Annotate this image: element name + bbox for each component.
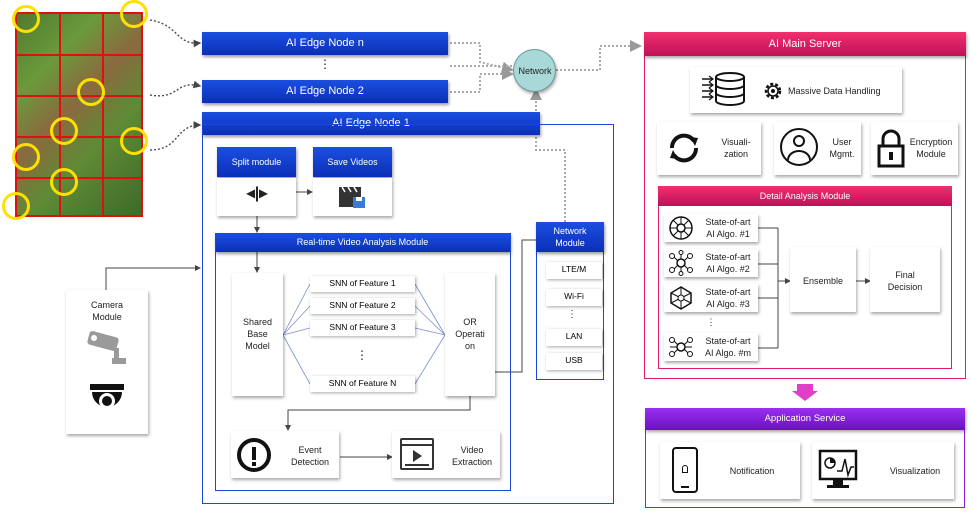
database-icon bbox=[700, 71, 748, 109]
phone-notification-icon bbox=[672, 447, 698, 493]
shared-base-model-box[interactable] bbox=[232, 273, 283, 396]
dome-camera-icon bbox=[86, 382, 128, 420]
surveillance-field-map bbox=[15, 12, 143, 217]
feature-snn-3[interactable]: SNN of Feature 3 bbox=[310, 320, 415, 336]
clapperboard-save-icon bbox=[338, 185, 366, 209]
camera-marker-icon[interactable] bbox=[120, 0, 148, 28]
grid-line bbox=[17, 54, 141, 56]
final-decision-box[interactable] bbox=[870, 247, 940, 312]
encryption-module-label: Encryption Module bbox=[909, 137, 953, 159]
edge-node-2-bar[interactable]: AI Edge Node 2 bbox=[202, 80, 448, 103]
ensemble-label: Ensemble bbox=[802, 276, 844, 286]
neural-net-icon bbox=[668, 334, 694, 360]
shared-base-model-label: Shared Base Model bbox=[242, 317, 273, 351]
camera-marker-icon[interactable] bbox=[2, 192, 30, 220]
save-videos-header[interactable]: Save Videos bbox=[313, 147, 392, 177]
event-detection-label: Event Detection bbox=[290, 445, 330, 467]
grid-line bbox=[59, 14, 61, 215]
network-item-wifi[interactable]: Wi-Fi bbox=[546, 289, 602, 306]
feature-snn-1[interactable]: SNN of Feature 1 bbox=[310, 276, 415, 292]
cctv-camera-icon bbox=[84, 330, 130, 368]
split-module-header[interactable]: Split module bbox=[217, 147, 296, 177]
rtva-module-header[interactable]: Real-time Video Analysis Module bbox=[215, 233, 510, 252]
ai-algo-3-label: State-of-art AI Algo. #3 bbox=[705, 287, 751, 309]
network-item-lte[interactable]: LTE/M bbox=[546, 262, 602, 279]
split-icon: ◂|▸ bbox=[246, 185, 268, 202]
detail-analysis-header[interactable]: Detail Analysis Module bbox=[658, 186, 952, 206]
network-item-lan[interactable]: LAN bbox=[546, 329, 602, 346]
ai-algo-m-label: State-of-art AI Algo. #m bbox=[704, 336, 752, 358]
split-module-body[interactable] bbox=[217, 178, 296, 216]
monitor-chart-icon bbox=[818, 449, 858, 491]
edge-node-1-bar[interactable]: AI Edge Node 1 bbox=[202, 112, 540, 135]
video-extraction-label: Video Extraction bbox=[451, 445, 493, 467]
or-operation-box[interactable] bbox=[445, 273, 495, 396]
camera-marker-icon[interactable] bbox=[120, 127, 148, 155]
camera-marker-icon[interactable] bbox=[50, 168, 78, 196]
gear-icon bbox=[762, 80, 784, 102]
feature-ellipsis: ⋮ bbox=[356, 348, 368, 362]
video-player-icon bbox=[400, 438, 434, 470]
visualization-box[interactable] bbox=[657, 122, 761, 175]
camera-marker-icon[interactable] bbox=[12, 143, 40, 171]
final-decision-label: Final Decision bbox=[887, 270, 923, 292]
ai-algo-2-label: State-of-art AI Algo. #2 bbox=[705, 252, 751, 274]
or-operation-label: OR Operati on bbox=[455, 317, 485, 351]
user-icon bbox=[780, 128, 818, 166]
alert-icon bbox=[237, 438, 271, 472]
refresh-icon bbox=[664, 128, 704, 168]
ai-algo-1-box[interactable] bbox=[664, 214, 758, 242]
camera-marker-icon[interactable] bbox=[77, 78, 105, 106]
neural-net-icon bbox=[668, 285, 694, 311]
grid-line bbox=[102, 14, 104, 215]
network-module-header[interactable]: Network Module bbox=[536, 222, 604, 252]
neural-net-icon bbox=[668, 215, 694, 241]
massive-data-handling-label: Massive Data Handling bbox=[788, 86, 881, 96]
visualization-label: Visuali- zation bbox=[721, 137, 751, 159]
camera-module-label: Camera Module bbox=[90, 300, 123, 322]
ensemble-box[interactable] bbox=[790, 247, 856, 312]
camera-marker-icon[interactable] bbox=[12, 5, 40, 33]
lock-icon bbox=[876, 128, 906, 168]
feature-snn-2[interactable]: SNN of Feature 2 bbox=[310, 298, 415, 314]
rtva-module-container bbox=[215, 233, 511, 491]
feature-snn-n[interactable]: SNN of Feature N bbox=[310, 376, 415, 392]
edge-node-n-bar[interactable]: AI Edge Node n bbox=[202, 32, 448, 55]
camera-marker-icon[interactable] bbox=[50, 117, 78, 145]
user-mgmt-label: User Mgmt. bbox=[829, 137, 855, 159]
network-item-usb[interactable]: USB bbox=[546, 353, 602, 370]
algo-ellipsis: ⋮ bbox=[706, 317, 716, 327]
network-hub-label: Network bbox=[518, 66, 552, 76]
main-server-header[interactable]: AI Main Server bbox=[644, 32, 966, 56]
grid-line bbox=[17, 177, 141, 179]
neural-net-icon bbox=[668, 250, 694, 276]
notification-label: Notification bbox=[729, 466, 775, 476]
app-service-header[interactable]: Application Service bbox=[645, 408, 965, 430]
visualization-app-label: Visualization bbox=[889, 466, 941, 476]
ai-algo-m-box[interactable] bbox=[664, 333, 758, 361]
network-ellipsis: ⋮ bbox=[567, 309, 577, 320]
edge-node-ellipsis: ⋮ bbox=[319, 57, 331, 71]
grid-line bbox=[17, 136, 141, 138]
network-hub[interactable] bbox=[513, 49, 556, 92]
ai-algo-1-label: State-of-art AI Algo. #1 bbox=[705, 217, 751, 239]
camera-module-box[interactable] bbox=[66, 290, 148, 434]
edge-node-1-container bbox=[202, 124, 614, 504]
